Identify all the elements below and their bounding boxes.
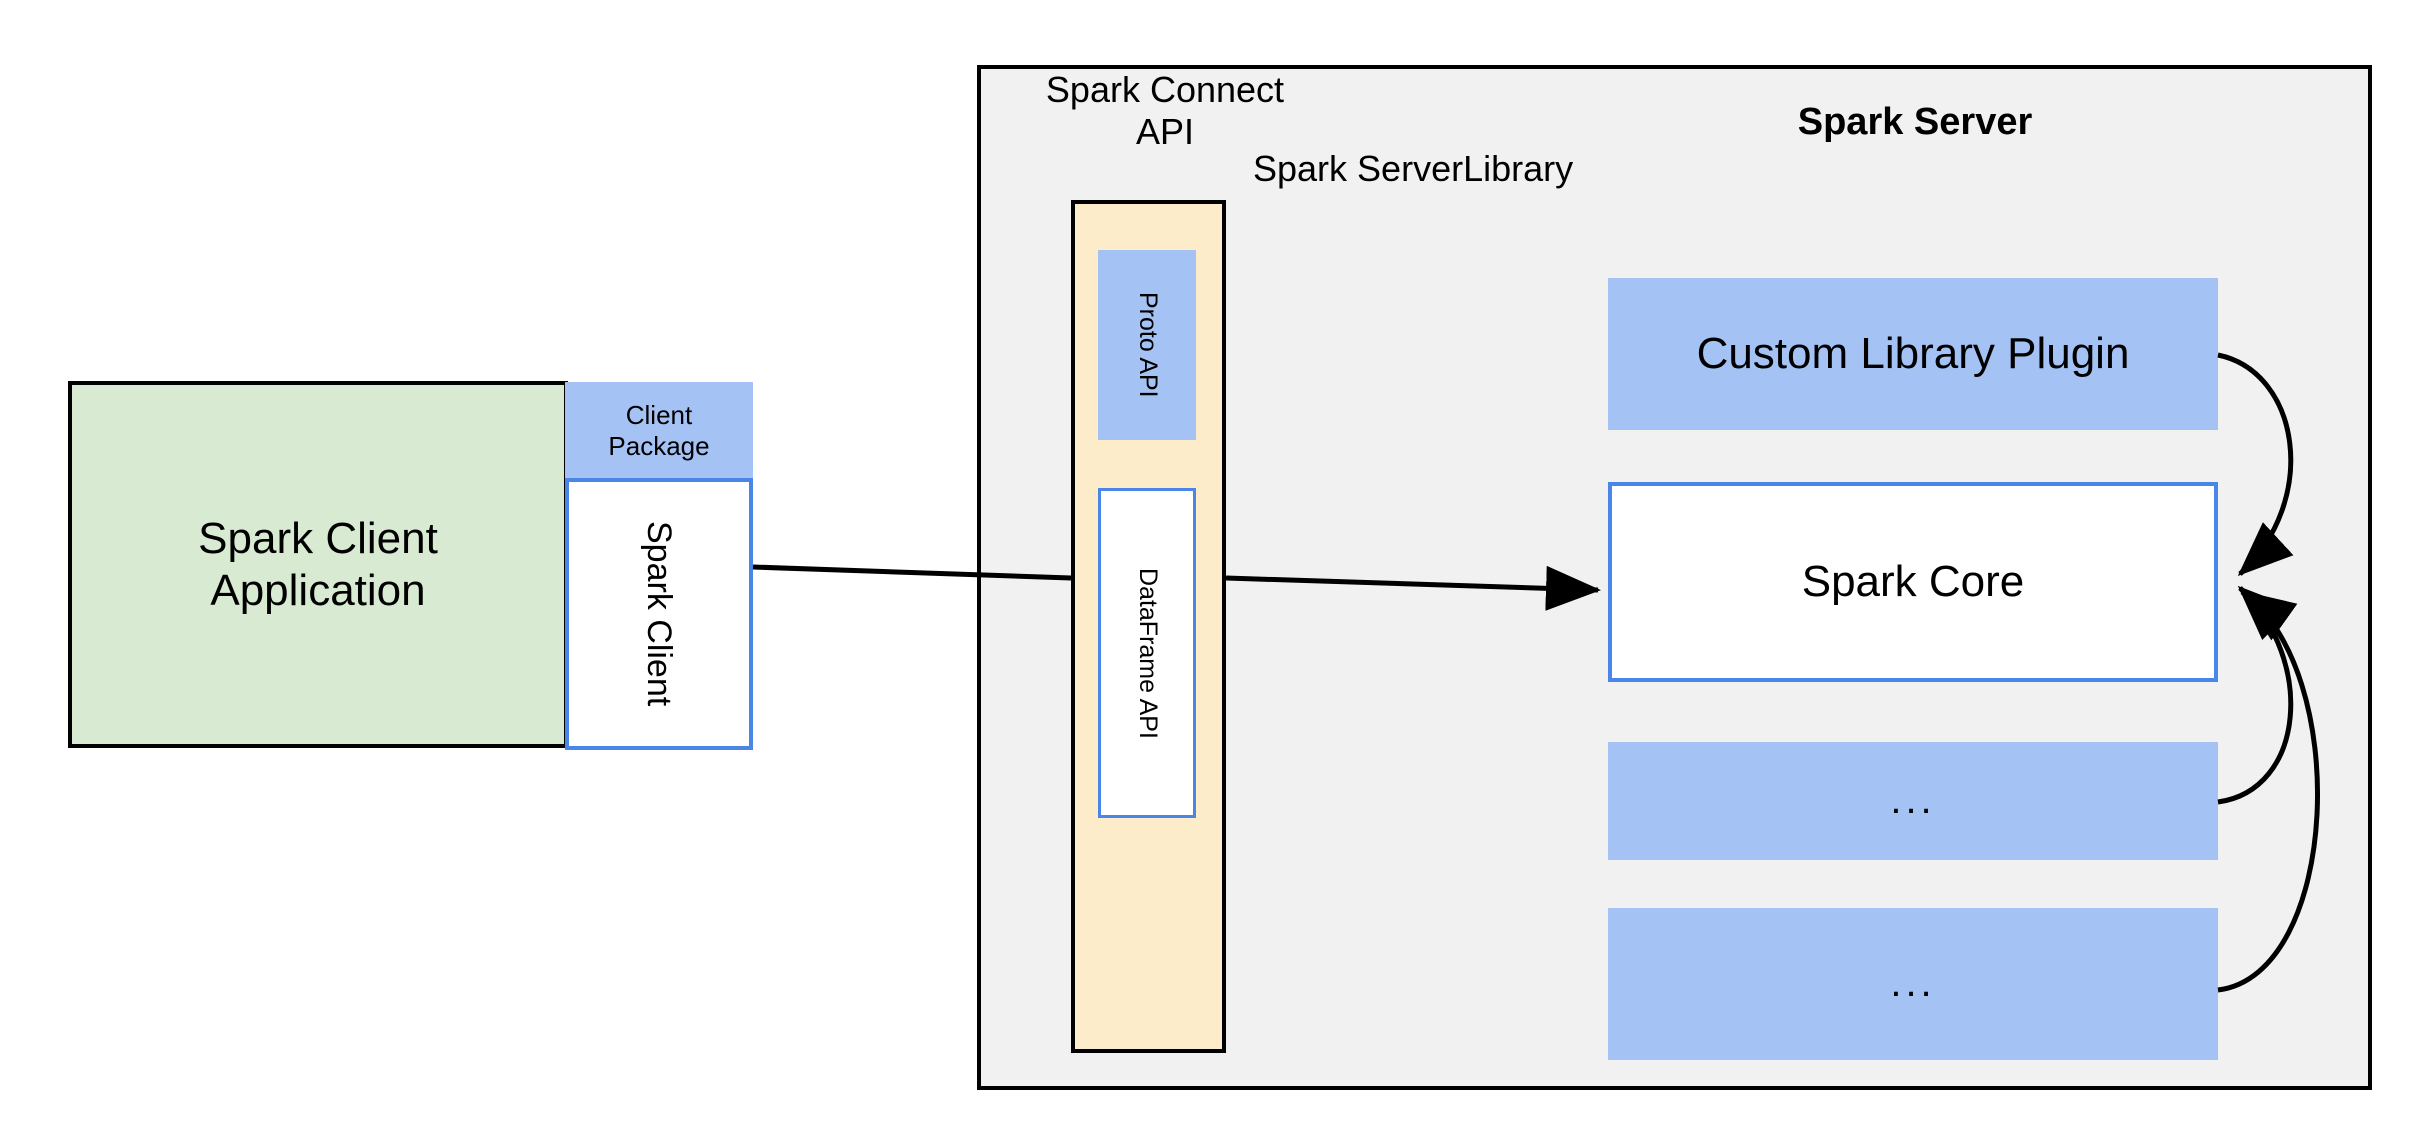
dataframe-api-box[interactable]: DataFrame API [1098,488,1196,818]
ellipsis-block-2-label: ... [1890,961,1936,1006]
client-package-label: Client Package [608,399,710,461]
proto-api-label: Proto API [1133,292,1162,398]
spark-core-box[interactable]: Spark Core [1608,482,2218,682]
proto-api-box[interactable]: Proto API [1098,250,1196,440]
spark-client-box[interactable]: Spark Client [565,478,753,750]
client-package-box[interactable]: Client Package [565,382,753,479]
spark-server-library-label-line1: Spark Server [1253,148,1464,189]
spark-connect-api-label: Spark Connect API [1010,66,1320,156]
ellipsis-block-1[interactable]: ... [1608,742,2218,860]
spark-client-label: Spark Client [640,521,679,707]
custom-library-plugin-box[interactable]: Custom Library Plugin [1608,278,2218,430]
ellipsis-block-1-label: ... [1890,778,1936,823]
spark-core-label: Spark Core [1801,557,2025,607]
spark-server-title: Spark Server [1797,100,2033,143]
spark-client-application-label: Spark Client Application [198,513,438,615]
spark-connect-api-label-line2: API [1135,111,1195,152]
spark-server-library-label-line2: Library [1463,148,1574,189]
spark-connect-api-label-line1: Spark Connect [1045,68,1285,110]
dataframe-api-label: DataFrame API [1133,567,1162,739]
spark-client-application-box[interactable]: Spark Client Application [68,381,568,748]
spark-server-library-label: Spark Server Library [1253,148,1583,244]
ellipsis-block-2[interactable]: ... [1608,908,2218,1060]
custom-library-plugin-label: Custom Library Plugin [1696,329,2130,379]
